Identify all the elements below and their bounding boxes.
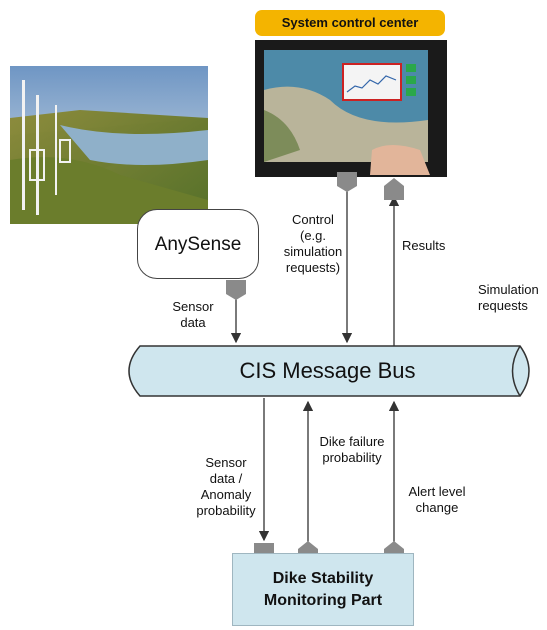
control-line-4: requests) [285, 260, 341, 275]
dike-photo [10, 66, 208, 224]
connectors [230, 182, 400, 545]
control-line-2: (e.g. [299, 228, 326, 243]
sensor-data-line-2: data [180, 315, 206, 330]
results-label: Results [402, 238, 446, 253]
anysense-node: AnySense [137, 209, 259, 279]
sensor-anomaly-line-2: data / [209, 471, 243, 486]
port-results [384, 178, 404, 200]
control-line-3: simulation [283, 244, 343, 259]
sensor-anomaly-label: Sensor data / Anomaly probability [190, 455, 262, 519]
sensor-anomaly-line-4: probability [196, 503, 256, 518]
sensor-anomaly-line-3: Anomaly [200, 487, 252, 502]
dike-failure-line-2: probability [322, 450, 382, 465]
sensor-data-line-1: Sensor [172, 299, 214, 314]
system-control-center-badge: System control center [255, 10, 445, 36]
dike-node-line2: Monitoring Part [263, 592, 383, 609]
alert-level-line-2: change [415, 500, 459, 515]
sensor-data-label: Sensor data [170, 299, 216, 331]
port-anysense [226, 280, 246, 300]
simulation-requests-label: Simulation requests [478, 282, 547, 314]
control-screen-photo [255, 40, 447, 177]
message-bus-shape [128, 345, 530, 397]
simulation-requests-line-2: requests [478, 298, 528, 313]
alert-level-label: Alert level change [400, 484, 474, 516]
alert-level-line-1: Alert level [408, 484, 466, 499]
port-control [337, 172, 357, 192]
control-label: Control (e.g. simulation requests) [280, 212, 346, 276]
sensor-anomaly-line-1: Sensor [205, 455, 247, 470]
dike-failure-line-1: Dike failure [319, 434, 385, 449]
dike-failure-label: Dike failure probability [312, 434, 392, 466]
dike-stability-node: Dike Stability Monitoring Part [232, 553, 414, 626]
dike-node-line1: Dike Stability [272, 570, 374, 587]
simulation-requests-line-1: Simulation [478, 282, 539, 297]
message-bus-label: CIS Message Bus [239, 358, 416, 383]
control-line-1: Control [292, 212, 334, 227]
